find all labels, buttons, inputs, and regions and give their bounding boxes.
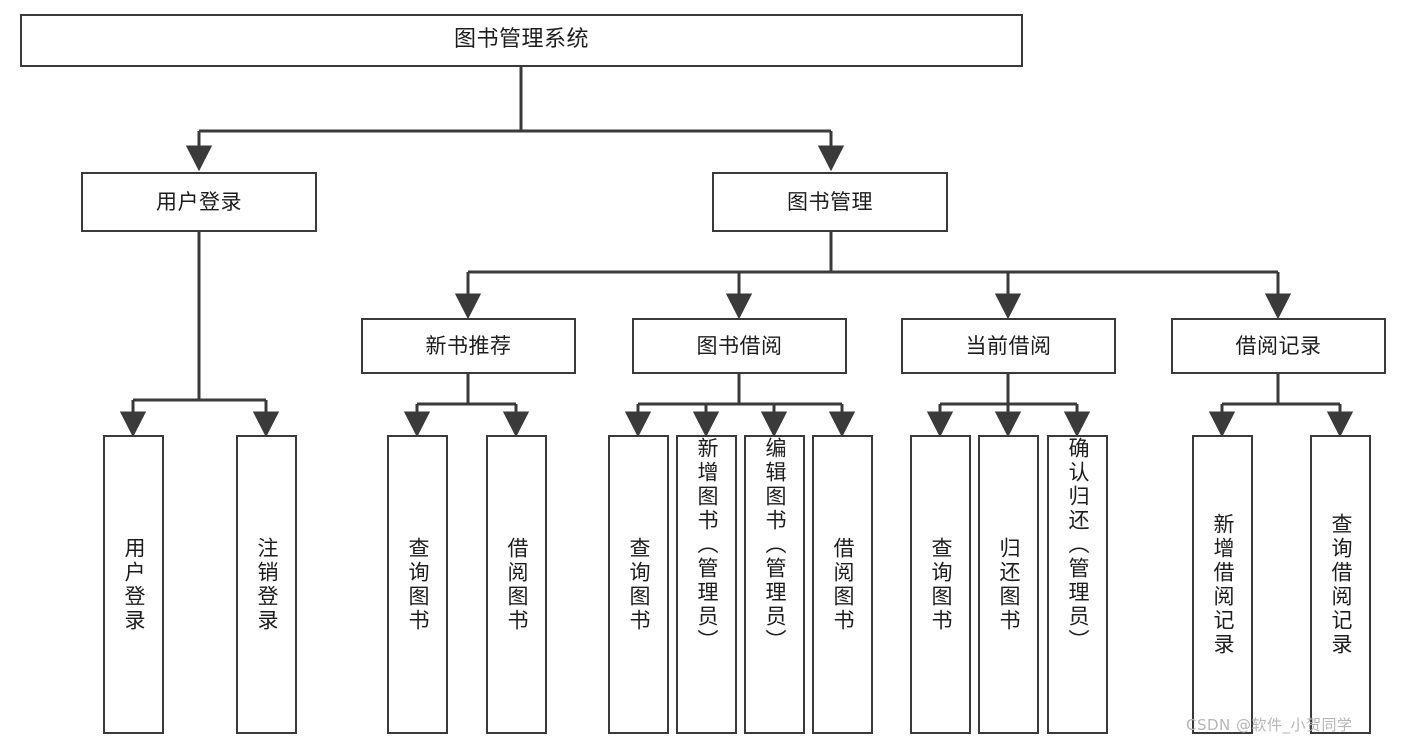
leaf-new-book-query[interactable]: 查询图书 xyxy=(387,435,448,734)
leaf-user-login-signout-label: 注销登录 xyxy=(255,536,279,633)
node-borrow-records-label: 借阅记录 xyxy=(1235,333,1322,358)
leaf-current-confirm-return-label: 确认归还（管理员） xyxy=(1066,437,1090,653)
node-book-borrow[interactable]: 图书借阅 xyxy=(632,318,847,374)
node-new-book-recommend[interactable]: 新书推荐 xyxy=(361,318,576,374)
leaf-user-login-signout[interactable]: 注销登录 xyxy=(236,435,297,734)
leaf-borrow-borrow-book-label: 借阅图书 xyxy=(831,536,855,633)
node-root-label: 图书管理系统 xyxy=(453,27,589,53)
leaf-user-login-signin[interactable]: 用户登录 xyxy=(103,435,164,734)
leaf-new-book-borrow-label: 借阅图书 xyxy=(505,536,529,633)
node-book-management[interactable]: 图书管理 xyxy=(712,172,948,232)
leaf-records-add[interactable]: 新增借阅记录 xyxy=(1192,435,1253,734)
node-borrow-records[interactable]: 借阅记录 xyxy=(1171,318,1386,374)
leaf-current-confirm-return[interactable]: 确认归还（管理员） xyxy=(1047,435,1108,734)
leaf-borrow-edit-book-label: 编辑图书（管理员） xyxy=(763,437,787,653)
node-book-management-label: 图书管理 xyxy=(787,189,873,214)
leaf-current-query[interactable]: 查询图书 xyxy=(910,435,971,734)
leaf-borrow-edit-book[interactable]: 编辑图书（管理员） xyxy=(744,435,805,734)
node-root[interactable]: 图书管理系统 xyxy=(20,14,1023,67)
leaf-new-book-borrow[interactable]: 借阅图书 xyxy=(486,435,547,734)
leaf-current-return[interactable]: 归还图书 xyxy=(978,435,1039,734)
leaf-borrow-query-label: 查询图书 xyxy=(627,536,651,633)
leaf-borrow-query[interactable]: 查询图书 xyxy=(608,435,669,734)
node-user-login[interactable]: 用户登录 xyxy=(81,172,317,232)
node-current-borrow-label: 当前借阅 xyxy=(965,333,1052,358)
node-new-book-recommend-label: 新书推荐 xyxy=(425,333,512,358)
leaf-current-return-label: 归还图书 xyxy=(997,536,1021,633)
leaf-records-query-label: 查询借阅记录 xyxy=(1329,512,1353,657)
node-user-login-label: 用户登录 xyxy=(156,189,242,214)
leaf-borrow-add-book-label: 新增图书（管理员） xyxy=(695,437,719,653)
leaf-records-add-label: 新增借阅记录 xyxy=(1211,512,1235,657)
node-current-borrow[interactable]: 当前借阅 xyxy=(901,318,1116,374)
csdn-watermark: CSDN @软件_小贺同学 xyxy=(1186,716,1353,734)
leaf-current-query-label: 查询图书 xyxy=(929,536,953,633)
leaf-borrow-borrow-book[interactable]: 借阅图书 xyxy=(812,435,873,734)
node-book-borrow-label: 图书借阅 xyxy=(696,333,783,358)
leaf-new-book-query-label: 查询图书 xyxy=(406,536,430,633)
leaf-user-login-signin-label: 用户登录 xyxy=(122,536,146,633)
leaf-borrow-add-book[interactable]: 新增图书（管理员） xyxy=(676,435,737,734)
leaf-records-query[interactable]: 查询借阅记录 xyxy=(1310,435,1371,734)
